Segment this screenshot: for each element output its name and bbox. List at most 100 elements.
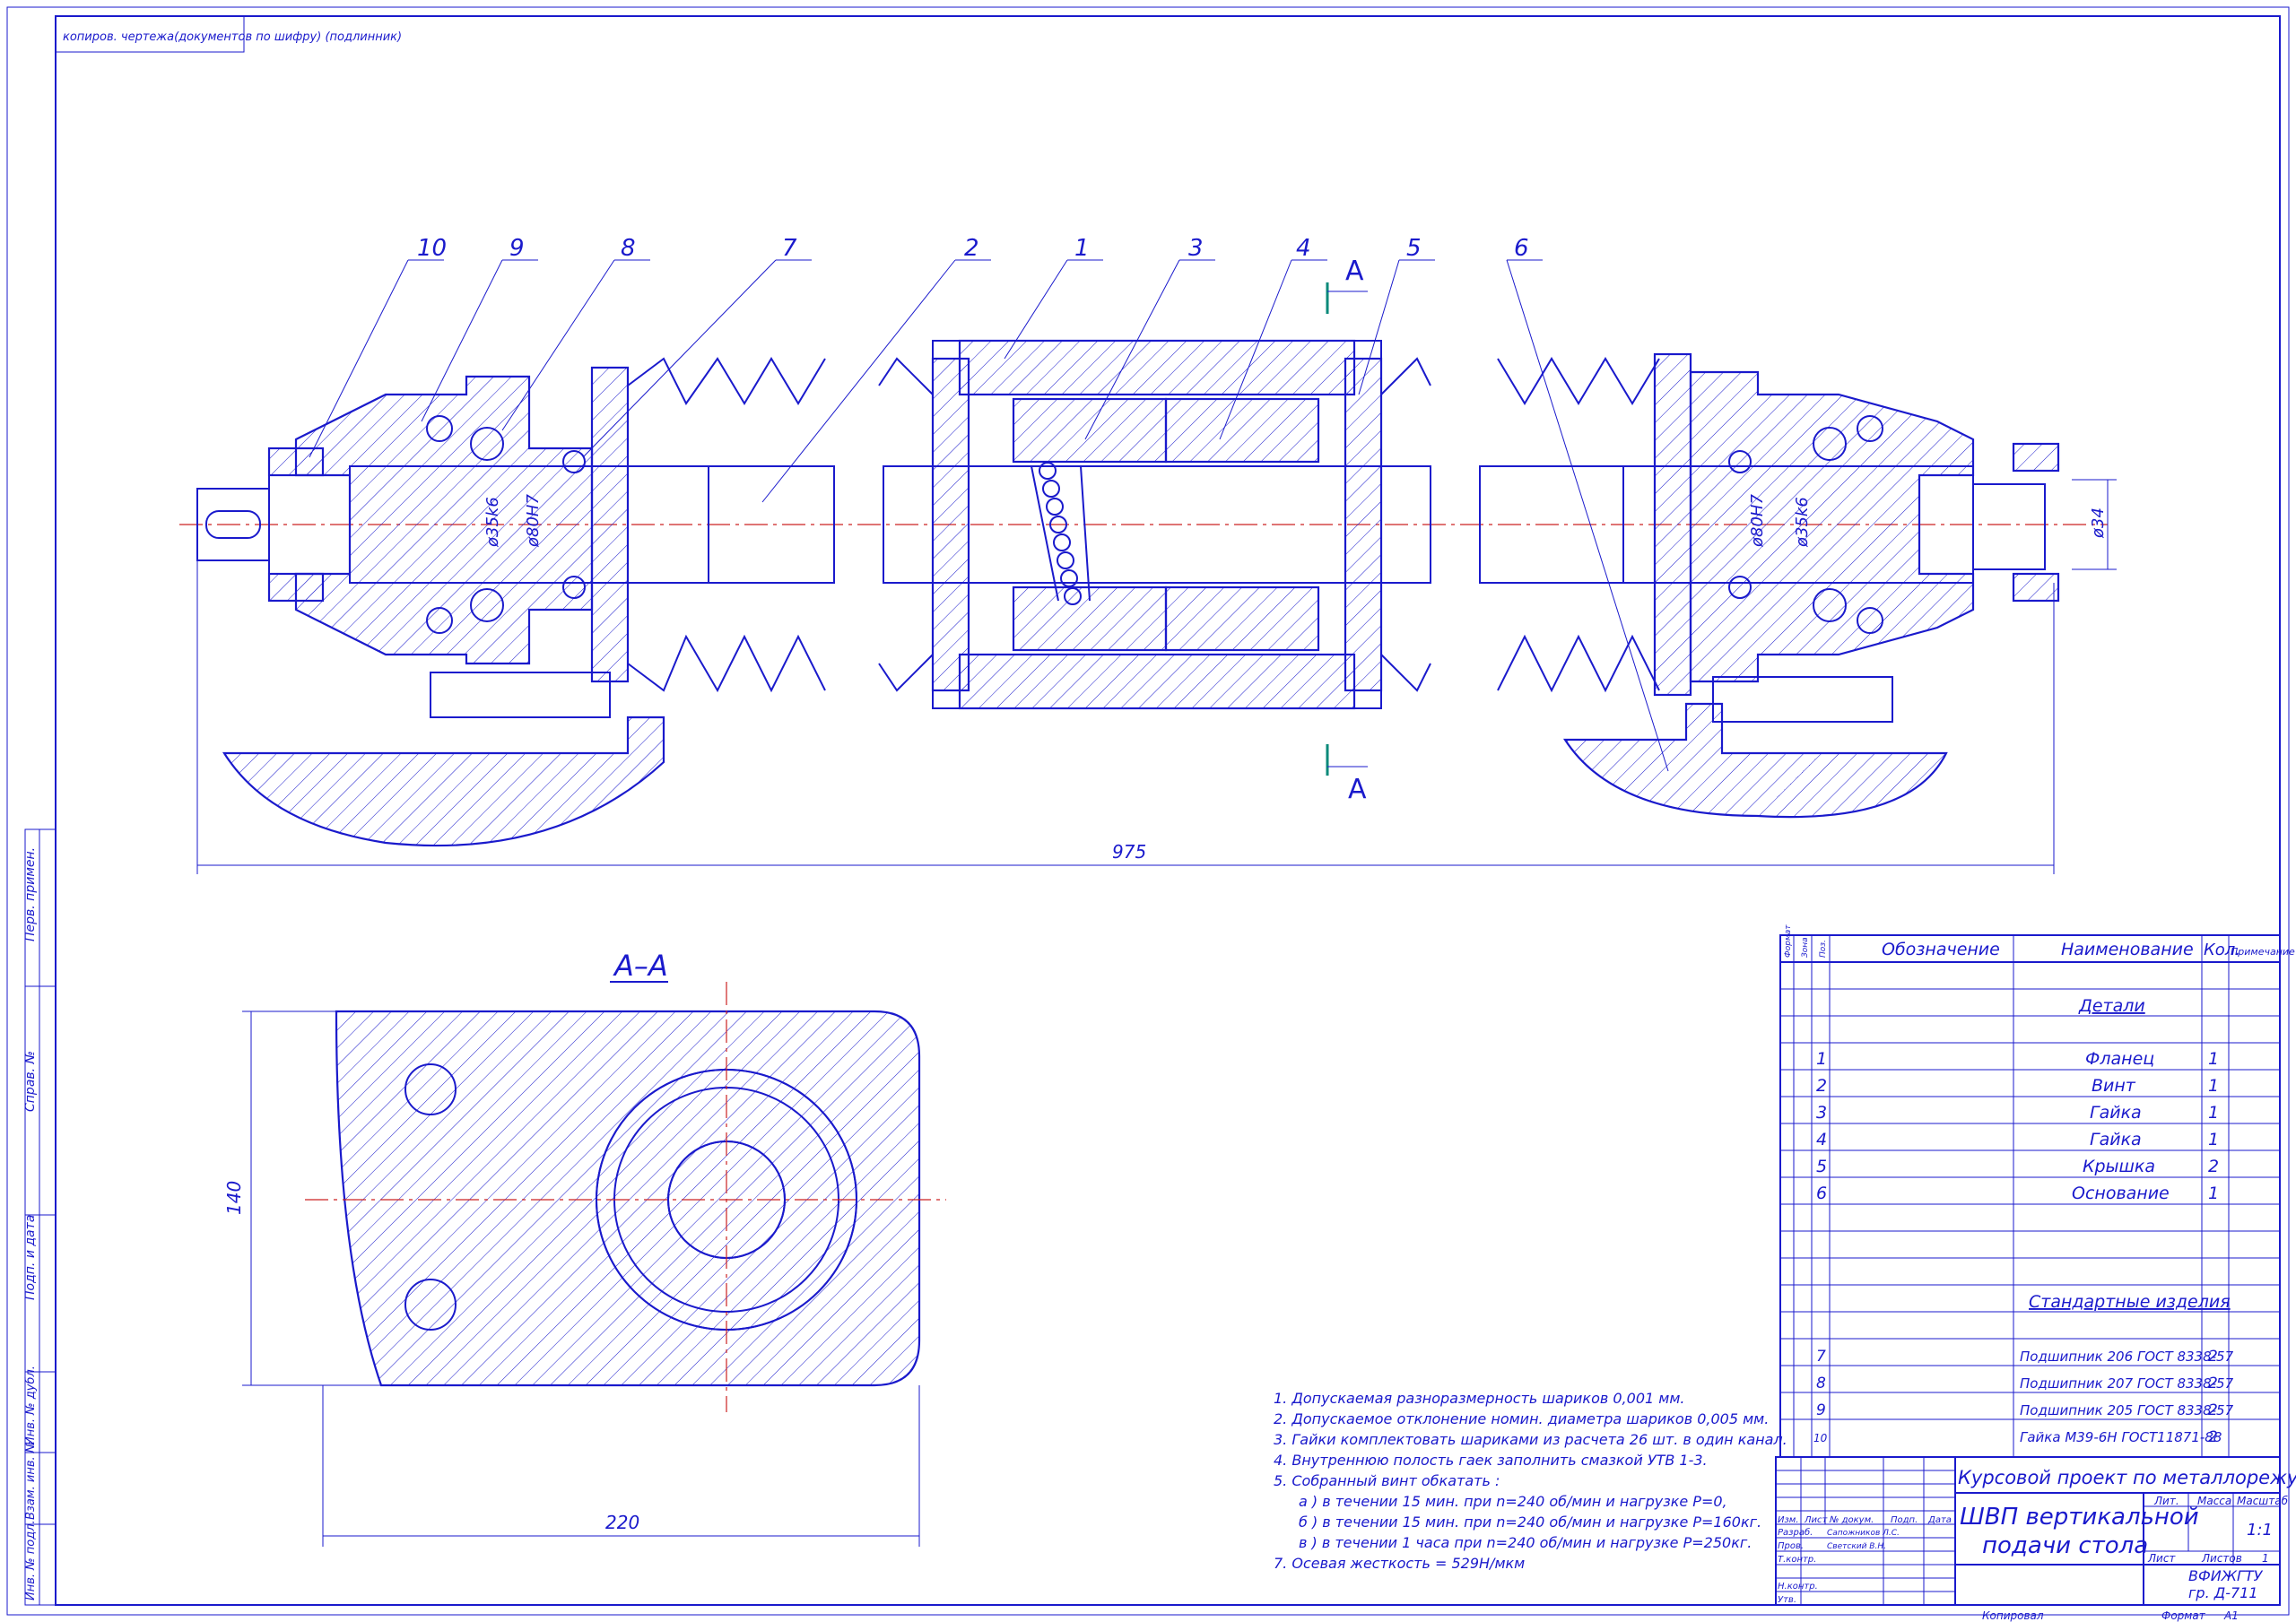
note-1: 1. Допускаемая разноразмерность шариков … (1274, 1390, 1685, 1407)
flange-1-top (958, 339, 1356, 396)
hdr-note: Примечание (2231, 946, 2295, 958)
hdr-zone: Зона (1801, 937, 1810, 958)
std-9-qty: 2 (2208, 1401, 2218, 1419)
part-1-name: Фланец (2085, 1049, 2154, 1069)
section-standard: Стандартные изделия (2029, 1292, 2231, 1312)
part-5-qty: 2 (2208, 1157, 2219, 1176)
title-block: Изм. Лист № докум. Подп. Дата Разраб. Пр… (1775, 1456, 2296, 1622)
hdr-pos: Поз. (1819, 940, 1828, 958)
tb-sheets: Листов (2201, 1552, 2242, 1565)
bearing-ball-r1 (1813, 427, 1847, 461)
tb-scale-label: Масштаб (2237, 1495, 2289, 1507)
part-3-qty: 1 (2208, 1103, 2219, 1123)
section-hole-top (404, 1063, 457, 1115)
hdr-name: Наименование (2061, 940, 2194, 959)
right-housing (1689, 370, 1975, 683)
nut-4-top (1164, 397, 1320, 464)
tb-sheets-value: 1 (2262, 1552, 2269, 1565)
side-strip: Перв. примен. Справ. № Подп. и дата Инв.… (23, 828, 57, 1606)
base-right (1562, 702, 1948, 819)
part-2-qty: 1 (2208, 1076, 2219, 1096)
part-4-name: Гайка (2090, 1130, 2142, 1149)
tb-title-line2: подачи стола (1982, 1532, 2148, 1559)
part-5-pos: 5 (1816, 1157, 1827, 1176)
leader-numbers: 10 9 8 7 2 1 3 4 5 6 (417, 235, 1529, 262)
part-2-name: Винт (2092, 1076, 2136, 1096)
screw-shaft-middle (883, 465, 1431, 584)
leader-10: 10 (417, 235, 447, 262)
section-hole-bottom (404, 1279, 457, 1331)
tb-role-nkontr: Н.контр. (1778, 1582, 1818, 1592)
note-5c: в ) в течении 1 часа при n=240 об/мин и … (1299, 1534, 1752, 1551)
nut-left-bottom (267, 572, 325, 603)
keyway (205, 510, 261, 539)
bolt-left (430, 672, 611, 718)
bellows-mid-left-top (878, 357, 934, 395)
hdr-format: Формат (1784, 924, 1793, 958)
dim-right-shaft: ø35k6 (1793, 497, 1812, 548)
tb-role-razrab: Разраб. (1778, 1527, 1813, 1538)
tb-checker: Светский В.Н. (1827, 1542, 1886, 1551)
section-plate (335, 1010, 921, 1387)
bellows-right-bottom (1497, 634, 1660, 693)
leader-9: 9 (509, 235, 525, 262)
part-6-name: Основание (2072, 1184, 2170, 1203)
part-6-qty: 1 (2208, 1184, 2219, 1203)
leader-6: 6 (1514, 235, 1529, 262)
part-5-name: Крышка (2083, 1157, 2155, 1176)
note-5: 5. Собранный винт обкатать : (1274, 1472, 1500, 1489)
left-housing (294, 375, 594, 665)
bearing-ball-r3 (1857, 415, 1883, 442)
flange-1-bottom (958, 653, 1356, 710)
bellows-mid-right-bottom (1380, 654, 1431, 692)
std-9-name: Подшипник 205 ГОСТ 8338-57 (2020, 1402, 2234, 1418)
tb-col-izm: Изм. (1778, 1515, 1799, 1525)
part-4-pos: 4 (1816, 1130, 1827, 1149)
tb-project: Курсовой проект по металлорежущим станка… (1958, 1467, 2296, 1488)
bearing-ball-l4 (426, 607, 453, 634)
side-label-podp1: Подп. и дата (23, 1215, 38, 1300)
part-2-pos: 2 (1816, 1076, 1827, 1096)
tb-col-list: Лист (1804, 1515, 1829, 1525)
nut-left-top (267, 447, 325, 477)
bellows-mid-left-bottom (878, 654, 934, 692)
technical-notes: 1. Допускаемая разноразмерность шариков … (1274, 1390, 1787, 1572)
section-aa: A–A 140 220 (223, 949, 946, 1547)
leader-7: 7 (782, 235, 797, 262)
leader-1: 1 (1074, 235, 1090, 262)
note-5b: б ) в течении 15 мин. при n=240 об/мин и… (1299, 1514, 1761, 1531)
tb-developer: Сапожников Л.С. (1827, 1529, 1900, 1538)
note-7: 7. Осевая жесткость = 529Н/мкм (1274, 1555, 1525, 1572)
std-9-pos: 9 (1816, 1401, 1826, 1419)
ball-channel (1031, 462, 1091, 605)
nut-right-top (2012, 442, 2060, 473)
part-1-pos: 1 (1816, 1049, 1827, 1069)
top-stamp-text: копиров. чертежа(документов по шифру) (п… (63, 30, 402, 44)
std-8-name: Подшипник 207 ГОСТ 8338-57 (2020, 1375, 2234, 1392)
leader-4: 4 (1296, 235, 1311, 262)
bearing-ball-l2 (470, 588, 504, 622)
leader-2: 2 (964, 235, 979, 262)
dim-right-end: ø34 (2089, 507, 2108, 539)
cover-5-left (931, 357, 970, 692)
tb-format-value: А1 (2223, 1609, 2239, 1622)
bearing-ball-l1 (470, 427, 504, 461)
cover-5-right (1344, 357, 1383, 692)
bellows-left-top (627, 357, 826, 405)
tb-role-prov: Пров. (1778, 1541, 1804, 1551)
dim-right-housing: ø80H7 (1748, 494, 1767, 548)
std-10-name: Гайка М39-6Н ГОСТ11871-88 (2020, 1429, 2222, 1445)
tb-sheet: Лист (2147, 1552, 2176, 1565)
bearing-ball-r2 (1813, 588, 1847, 622)
note-5a: а ) в течении 15 мин. при n=240 об/мин и… (1299, 1493, 1727, 1510)
section-dim-height: 140 (223, 1181, 245, 1215)
bellows-left-bottom (627, 634, 826, 693)
dim-left-shaft: ø35k6 (483, 497, 502, 548)
hdr-qty: Кол. (2204, 941, 2240, 959)
bearing-ball-l3 (426, 415, 453, 442)
std-7-qty: 2 (2208, 1348, 2218, 1366)
section-aa-title: A–A (613, 949, 668, 983)
tb-title-line1: ШВП вертикальной (1960, 1504, 2199, 1531)
flange-left (590, 366, 630, 683)
